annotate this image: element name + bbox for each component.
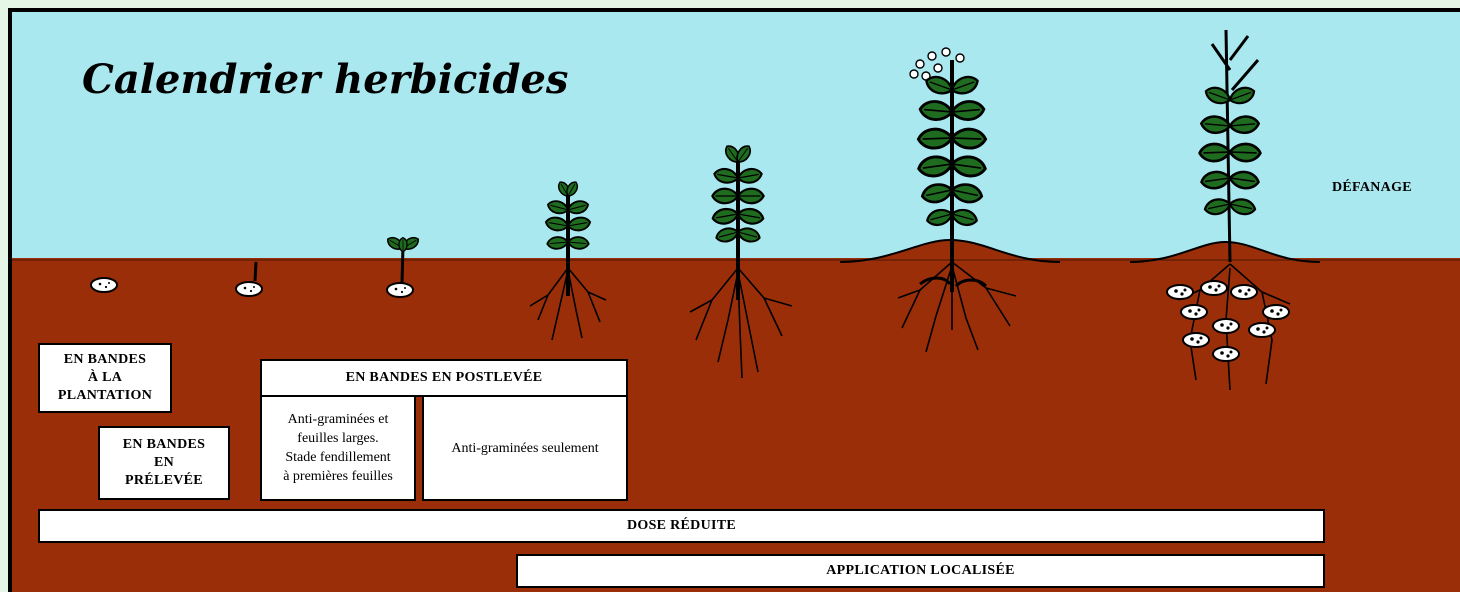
box-application-localisee: APPLICATION LOCALISÉE xyxy=(516,554,1325,588)
sprouting-potato-icon xyxy=(236,262,262,296)
box-postlevee-anti-graminees-seulement: Anti-graminées seulement xyxy=(422,395,628,501)
growing-plant-icon xyxy=(690,143,792,378)
box-line: feuilles larges. xyxy=(283,429,393,448)
box-postlevee-anti-graminees-feuilles-larges: Anti-graminées et feuilles larges. Stade… xyxy=(260,395,416,501)
dose-reduite-label: DOSE RÉDUITE xyxy=(627,517,736,535)
box-dose-reduite: DOSE RÉDUITE xyxy=(38,509,1325,543)
box-line: à premières feuilles xyxy=(283,467,393,486)
box-line: EN BANDES xyxy=(58,351,152,369)
flowering-plant-icon xyxy=(898,48,1016,352)
application-localisee-label: APPLICATION LOCALISÉE xyxy=(826,562,1014,580)
seed-potato-icon xyxy=(91,278,117,292)
postlevee-header-label: EN BANDES EN POSTLEVÉE xyxy=(346,369,543,387)
box-en-bandes-plantation: EN BANDES À LA PLANTATION xyxy=(38,343,172,413)
postlevee-right-label: Anti-graminées seulement xyxy=(451,439,598,458)
defanage-label: DÉFANAGE xyxy=(1332,180,1412,196)
box-postlevee-header: EN BANDES EN POSTLEVÉE xyxy=(260,359,628,397)
box-en-bandes-prelevee: EN BANDES EN PRÉLEVÉE xyxy=(98,426,230,500)
page-title: Calendrier herbicides xyxy=(82,56,568,103)
box-line: PRÉLEVÉE xyxy=(123,472,205,490)
box-line: À LA xyxy=(58,369,152,387)
box-line: EN BANDES xyxy=(123,436,205,454)
box-line: EN xyxy=(123,454,205,472)
seedling-icon xyxy=(385,235,420,297)
mature-plant-icon xyxy=(1167,30,1290,390)
box-line: PLANTATION xyxy=(58,387,152,405)
box-line: Stade fendillement xyxy=(283,448,393,467)
box-line: Anti-graminées et xyxy=(283,410,393,429)
